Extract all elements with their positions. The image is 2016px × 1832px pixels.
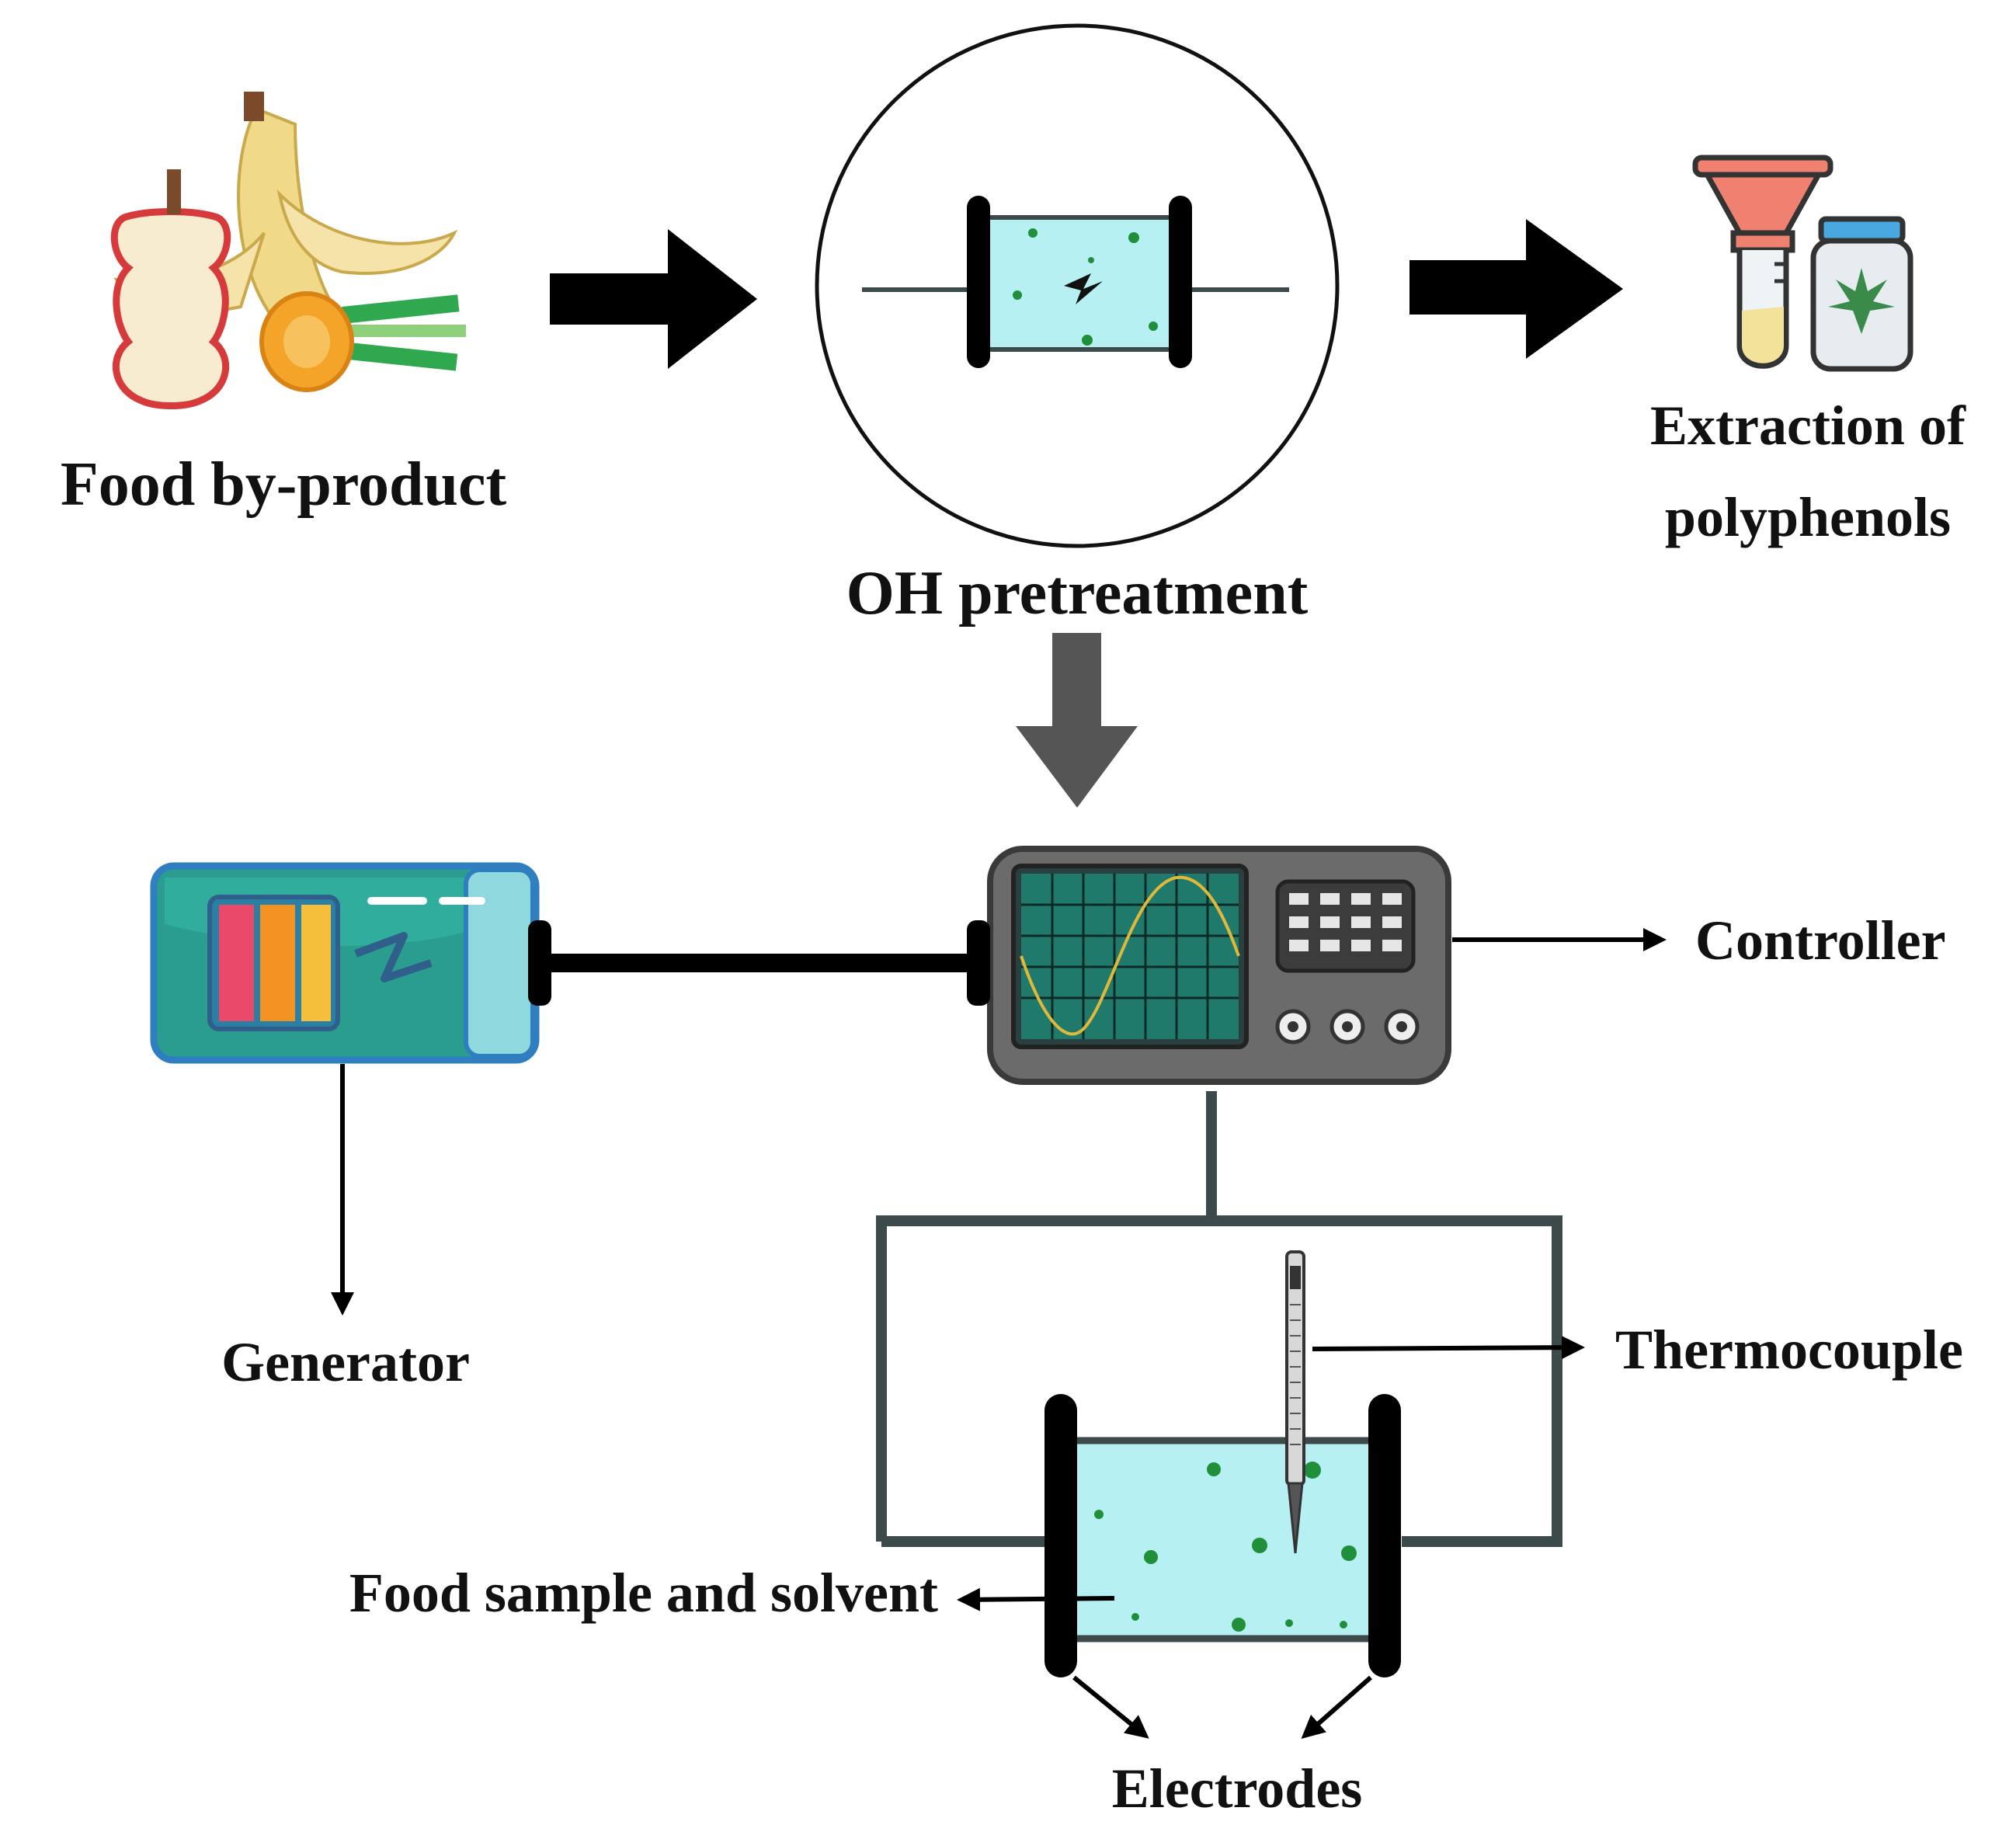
- extraction-label-line2: polyphenols: [1665, 486, 1951, 548]
- down-arrow: [1016, 633, 1138, 808]
- electrodes-label: Electrodes: [1112, 1757, 1363, 1820]
- thermocouple-pointer: [1312, 1336, 1585, 1360]
- circuit-wires: [876, 1091, 1562, 1547]
- ohmic-cell-icon: [815, 23, 1340, 548]
- electrode-pointer-right: [1301, 1675, 1372, 1739]
- electrode-pointer-left: [1072, 1675, 1149, 1739]
- process-arrow-1: [550, 229, 757, 369]
- battery-generator-icon: [150, 862, 551, 1064]
- controller-label: Controller: [1695, 909, 1946, 972]
- extraction-label-line1: Extraction of: [1650, 395, 1966, 457]
- funnel-and-vial-icon: [1692, 155, 1913, 372]
- food-byproduct-label: Food by-product: [61, 450, 507, 519]
- oh-pretreatment-label: OH pretreatment: [846, 559, 1309, 627]
- ohmic-cell-chamber: [1064, 1437, 1378, 1643]
- thermocouple-probe-icon: [1285, 1250, 1305, 1554]
- food-sample-label: Food sample and solvent: [349, 1562, 938, 1624]
- process-arrow-2: [1409, 219, 1623, 359]
- generator-label: Generator: [221, 1331, 470, 1393]
- power-cable: [547, 954, 978, 972]
- food-byproduct-icon: [110, 92, 466, 409]
- thermocouple-label: Thermocouple: [1615, 1319, 1963, 1381]
- food-sample-pointer: [957, 1587, 1115, 1611]
- electrode-left: [1044, 1394, 1077, 1677]
- electrode-right: [1368, 1394, 1401, 1677]
- oscilloscope-controller-icon: [967, 846, 1451, 1085]
